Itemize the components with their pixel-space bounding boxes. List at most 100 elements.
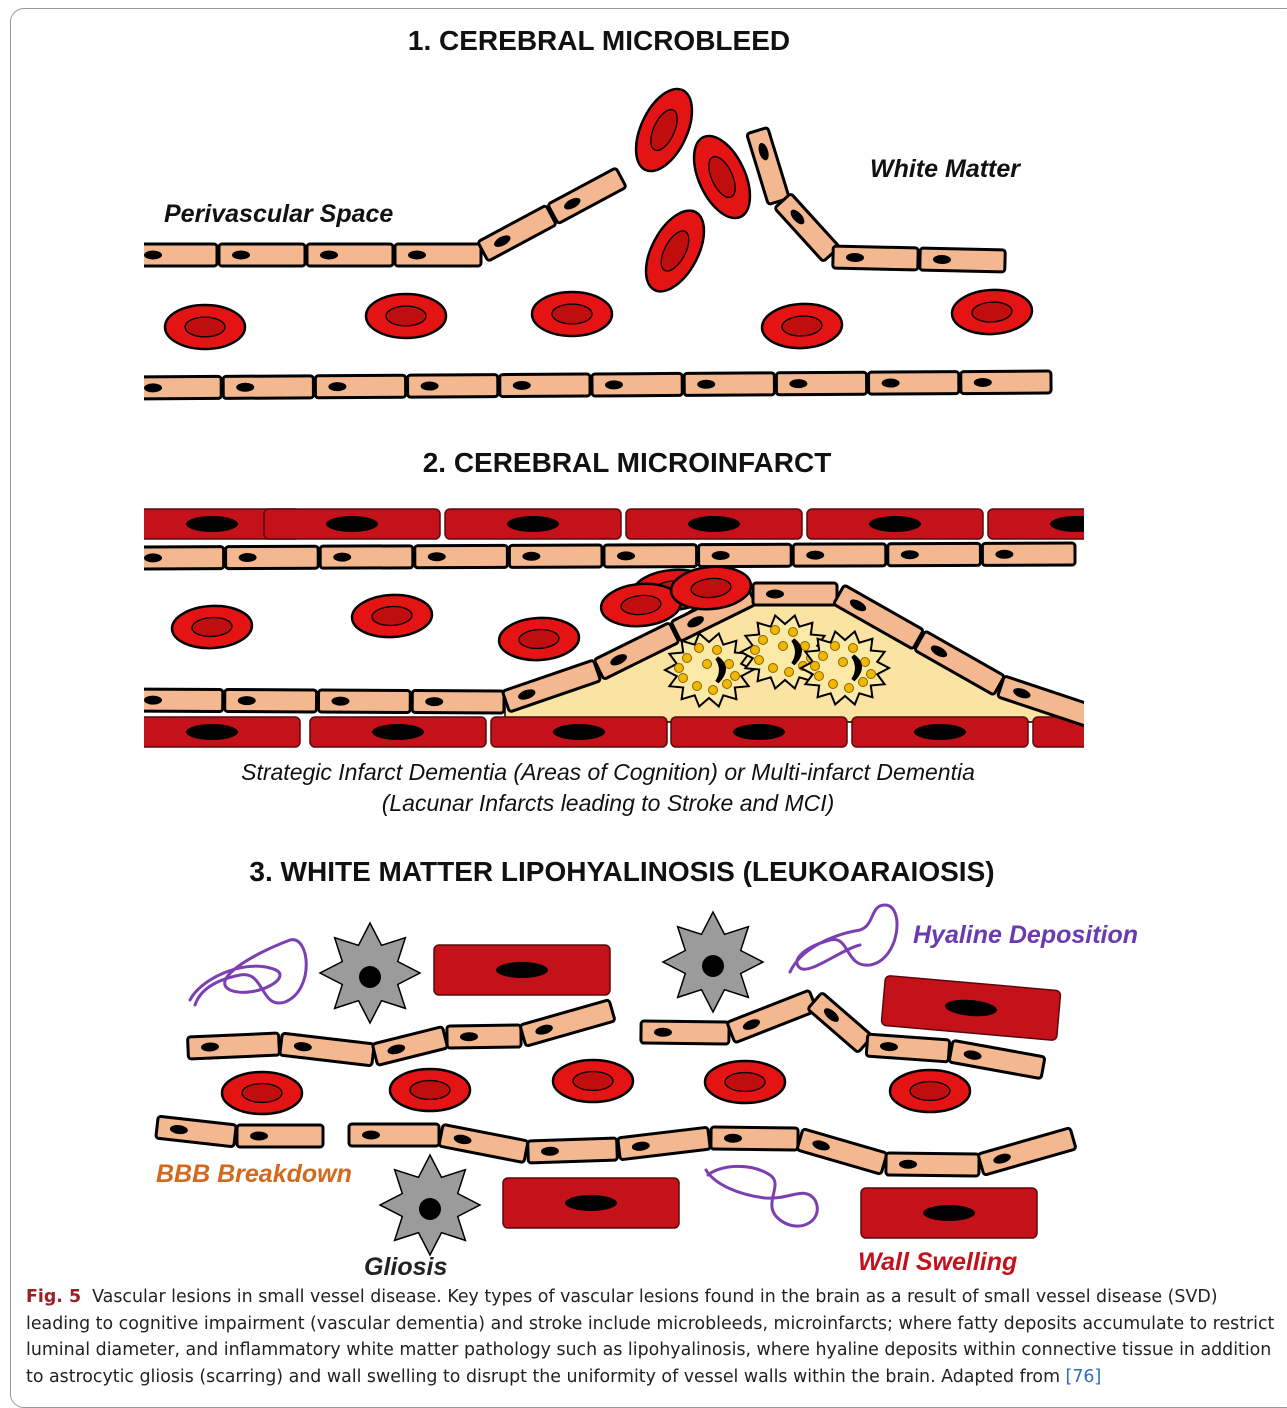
lipid-droplet — [789, 628, 798, 637]
lipid-droplet — [693, 682, 702, 691]
figure-caption: Fig. 5 Vascular lesions in small vessel … — [26, 1284, 1284, 1390]
endothelial-cell — [447, 1025, 521, 1048]
endothelial-cell — [412, 691, 504, 713]
red-blood-cell — [351, 593, 433, 639]
nucleus — [419, 1198, 441, 1220]
astrocyte-gliosis — [380, 1155, 480, 1255]
reference-link[interactable]: [76] — [1066, 1367, 1102, 1387]
endothelial-cell — [641, 1021, 729, 1044]
nucleus — [901, 550, 919, 559]
dementia-caption-line-2: (Lacunar Infarcts leading to Stroke and … — [382, 790, 835, 816]
nucleus — [333, 553, 351, 562]
endothelial-cell — [520, 1000, 615, 1047]
endothelial-cell — [349, 1124, 439, 1146]
red-blood-cell — [890, 1070, 970, 1112]
nucleus — [372, 724, 424, 740]
nucleus — [320, 251, 338, 260]
lipid-droplet — [769, 664, 778, 673]
endothelial-cell — [949, 1040, 1045, 1078]
lipid-droplet — [695, 644, 704, 653]
lipid-droplet — [751, 646, 760, 655]
nucleus — [869, 516, 921, 532]
endothelial-cell — [280, 1033, 375, 1066]
section-1-title: 1. CEREBRAL MICROBLEED — [408, 25, 790, 56]
endothelial-cell — [415, 545, 508, 567]
red-blood-cell — [705, 1061, 785, 1103]
endothelial-cell — [509, 545, 602, 567]
smooth-muscle-cell — [445, 509, 621, 539]
nucleus — [914, 724, 966, 740]
hyaline-deposit — [790, 905, 897, 972]
nucleus — [733, 724, 785, 740]
endothelial-cell — [408, 375, 498, 398]
lipid-droplet — [831, 642, 840, 651]
red-blood-cell — [390, 1069, 470, 1111]
lipid-droplet — [713, 646, 722, 655]
endothelial-cell — [869, 372, 959, 395]
endothelial-cell — [961, 371, 1051, 394]
lipid-droplet — [683, 654, 692, 663]
section-3-title: 3. WHITE MATTER LIPOHYALINOSIS (LEUKOARA… — [249, 856, 994, 887]
endothelial-cell — [219, 244, 305, 266]
nucleus — [186, 516, 238, 532]
smooth-muscle-cell — [988, 509, 1164, 539]
lipohyalinosis-illustration — [156, 905, 1076, 1255]
nucleus — [806, 551, 824, 560]
nucleus — [408, 251, 426, 260]
endothelial-cell — [320, 546, 413, 568]
rbc-center — [725, 1073, 765, 1092]
lipid-droplet — [867, 670, 876, 679]
endothelial-cell — [618, 1127, 711, 1160]
lipid-droplet — [703, 660, 712, 669]
endothelial-cell — [226, 546, 319, 568]
rbc-center — [573, 1072, 613, 1091]
lipid-droplet — [675, 664, 684, 673]
endothelial-cell — [833, 246, 919, 270]
nucleus — [326, 516, 378, 532]
nucleus — [688, 516, 740, 532]
rbc-center — [552, 304, 592, 324]
endothelial-cell — [775, 193, 840, 261]
endothelial-cell — [315, 375, 405, 398]
endothelial-cell — [888, 543, 981, 565]
lipid-droplet — [759, 636, 768, 645]
nucleus — [239, 553, 257, 562]
rbc-center — [410, 1081, 450, 1100]
red-blood-cell — [222, 1072, 302, 1114]
endothelial-cell — [223, 376, 313, 399]
nucleus — [428, 552, 446, 561]
endothelial-cell — [797, 1129, 887, 1175]
red-blood-cell — [171, 604, 253, 650]
endothelial-cell — [886, 1153, 979, 1176]
lipid-droplet — [709, 686, 718, 695]
endothelial-cell — [237, 1125, 323, 1147]
lipid-droplet — [839, 658, 848, 667]
lipid-droplet — [811, 662, 820, 671]
nucleus — [565, 1195, 617, 1211]
lipid-droplet — [755, 656, 764, 665]
endothelial-cell — [395, 244, 481, 266]
hyaline-deposition-label: Hyaline Deposition — [913, 921, 1138, 949]
lipid-droplet — [771, 626, 780, 635]
endothelial-cell — [808, 992, 873, 1052]
nucleus — [766, 590, 784, 599]
endothelial-cell — [318, 690, 410, 712]
nucleus — [995, 550, 1013, 559]
nucleus — [359, 966, 381, 988]
endothelial-cell — [372, 1027, 447, 1066]
endothelial-cell — [131, 689, 223, 711]
lipid-droplet — [845, 684, 854, 693]
nucleus — [617, 551, 635, 560]
endothelial-cell — [978, 1128, 1076, 1176]
lipid-droplet — [829, 680, 838, 689]
smooth-muscle-cell — [626, 509, 802, 539]
gliosis-label: Gliosis — [364, 1253, 447, 1280]
smooth-muscle-cell — [503, 1178, 679, 1228]
endothelial-cell — [592, 373, 682, 396]
endothelial-cell — [225, 690, 317, 712]
endothelial-cell — [747, 127, 790, 204]
endothelial-cell — [711, 1127, 798, 1150]
figure-number: Fig. 5 — [26, 1287, 81, 1307]
nucleus — [144, 251, 162, 260]
red-blood-cell — [761, 302, 843, 350]
